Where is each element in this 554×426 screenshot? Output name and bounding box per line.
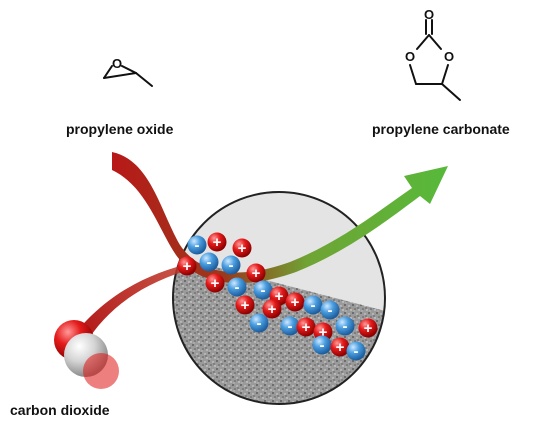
anion-sphere: [335, 316, 355, 336]
anion-ion: -: [199, 252, 219, 272]
cation-ion: +: [330, 337, 350, 357]
anion-sphere: [303, 295, 323, 315]
anion-ion: -: [253, 280, 273, 300]
anion-sphere: [199, 252, 219, 272]
positive-charge-sign: +: [268, 301, 277, 318]
cation-sphere: [358, 318, 378, 338]
cation-sphere: [330, 337, 350, 357]
cation-ion: +: [235, 295, 255, 315]
cation-sphere: [232, 238, 252, 258]
epoxide-oxygen-atom: O: [112, 56, 122, 71]
propylene-oxide-structure: [103, 65, 153, 87]
propylene-oxide-label: propylene oxide: [66, 121, 174, 137]
positive-charge-sign: +: [291, 294, 300, 311]
negative-charge-sign: -: [354, 343, 359, 360]
cation-ion: +: [296, 317, 316, 337]
anion-ion: -: [335, 316, 355, 336]
anion-ion: -: [303, 295, 323, 315]
anion-ion: -: [320, 300, 340, 320]
anion-ion: -: [346, 341, 366, 361]
anion-ion: -: [187, 235, 207, 255]
anion-sphere: [249, 313, 269, 333]
anion-sphere: [320, 300, 340, 320]
ring-oxygen-left-atom: O: [405, 49, 415, 64]
negative-charge-sign: -: [195, 237, 200, 254]
anion-ion: -: [221, 255, 241, 275]
anion-sphere: [221, 255, 241, 275]
cation-ion: +: [358, 318, 378, 338]
carbonyl-oxygen-atom: O: [424, 7, 434, 22]
cation-ion: +: [205, 273, 225, 293]
positive-charge-sign: +: [183, 258, 192, 275]
propylene-carbonate-label: propylene carbonate: [372, 121, 510, 137]
negative-charge-sign: -: [311, 297, 316, 314]
anion-ion: -: [227, 277, 247, 297]
positive-charge-sign: +: [319, 324, 328, 341]
negative-charge-sign: -: [343, 318, 348, 335]
cation-ion: +: [246, 263, 266, 283]
positive-charge-sign: +: [336, 339, 345, 356]
cation-sphere: [235, 295, 255, 315]
propylene-carbonate-structure: [409, 19, 461, 101]
positive-charge-sign: +: [275, 288, 284, 305]
ring-oxygen-right-atom: O: [444, 49, 454, 64]
negative-charge-sign: -: [328, 302, 333, 319]
positive-charge-sign: +: [252, 265, 261, 282]
co2-oxygen-atom-front: [83, 353, 119, 389]
negative-charge-sign: -: [257, 315, 262, 332]
cation-sphere: [246, 263, 266, 283]
negative-charge-sign: -: [229, 257, 234, 274]
cation-sphere: [177, 256, 197, 276]
positive-charge-sign: +: [211, 275, 220, 292]
cation-ion: +: [207, 232, 227, 252]
anion-ion: -: [312, 335, 332, 355]
anion-ion: -: [249, 313, 269, 333]
negative-charge-sign: -: [288, 318, 293, 335]
cation-sphere: [207, 232, 227, 252]
negative-charge-sign: -: [261, 282, 266, 299]
cation-sphere: [296, 317, 316, 337]
anion-sphere: [280, 316, 300, 336]
negative-charge-sign: -: [207, 254, 212, 271]
cation-ion: +: [232, 238, 252, 258]
cation-sphere: [262, 299, 282, 319]
anion-sphere: [346, 341, 366, 361]
catalyst-particle: [172, 191, 386, 405]
negative-charge-sign: -: [235, 279, 240, 296]
anion-sphere: [312, 335, 332, 355]
cation-sphere: [205, 273, 225, 293]
anion-ion: -: [280, 316, 300, 336]
positive-charge-sign: +: [213, 234, 222, 251]
cation-ion: +: [177, 256, 197, 276]
anion-sphere: [253, 280, 273, 300]
main-reaction-arrow: [112, 152, 448, 284]
anion-sphere: [227, 277, 247, 297]
positive-charge-sign: +: [302, 319, 311, 336]
cation-sphere: [285, 292, 305, 312]
cation-ion: +: [262, 299, 282, 319]
co2-molecule: [54, 320, 119, 389]
ion-layer: -+++--++--++++----++--+-+: [177, 232, 378, 361]
positive-charge-sign: +: [364, 320, 373, 337]
carbon-dioxide-label: carbon dioxide: [10, 402, 110, 418]
positive-charge-sign: +: [241, 297, 250, 314]
positive-charge-sign: +: [238, 240, 247, 257]
cation-ion: +: [285, 292, 305, 312]
anion-sphere: [187, 235, 207, 255]
negative-charge-sign: -: [320, 337, 325, 354]
